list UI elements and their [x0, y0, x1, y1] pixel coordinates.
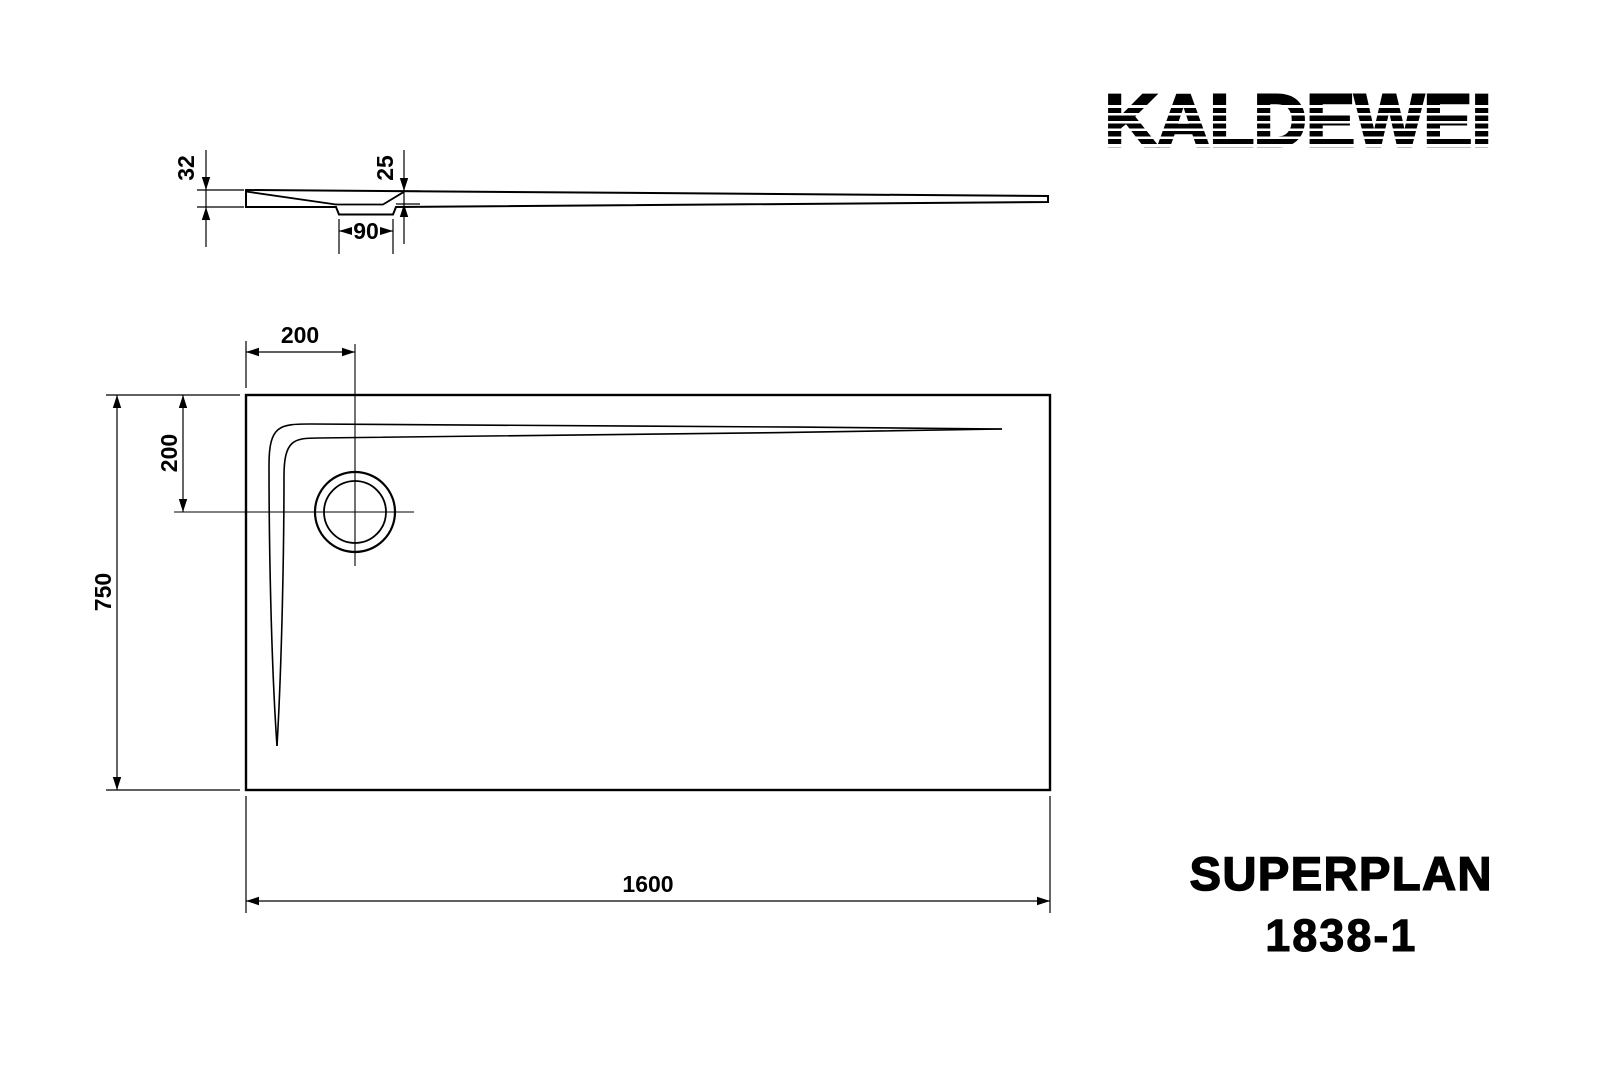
- dim-drain-offset-left-label: 200: [281, 322, 319, 348]
- product-series: SUPERPLAN: [1189, 846, 1493, 901]
- dim-width: 1600: [245, 796, 1051, 913]
- tray-outline: [244, 393, 1052, 792]
- dim-depth: 750: [90, 394, 240, 791]
- dim-arrow-down: [201, 177, 211, 190]
- floor-slope-line-inner: [276, 428, 1003, 747]
- dim-arrow-right: [342, 347, 355, 357]
- plan-view: [174, 344, 1052, 792]
- dim-drain-recess-width: 90: [338, 218, 394, 254]
- dim-height-left-label: 32: [173, 155, 199, 181]
- dim-height-right-label: 25: [372, 155, 398, 181]
- dim-arrow-right: [1037, 896, 1050, 906]
- dim-arrow-left: [246, 896, 259, 906]
- dim-arrow-down: [178, 499, 188, 512]
- profile-inner-surface-line: [245, 190, 405, 206]
- floor-slope-line-outer: [268, 423, 1003, 747]
- dim-arrow-down: [399, 178, 409, 191]
- dim-width-label: 1600: [622, 871, 673, 897]
- product-model: 1838-1: [1265, 910, 1418, 962]
- dim-drain-offset-top-label: 200: [156, 434, 182, 472]
- title-block: SUPERPLAN 1838-1: [1189, 846, 1493, 962]
- dim-arrow-down: [112, 777, 122, 790]
- dim-arrow-up: [399, 204, 409, 217]
- dim-height-left: 32: [173, 150, 244, 247]
- dim-height-right: 25: [372, 150, 420, 244]
- dim-drain-recess-width-label: 90: [353, 218, 379, 244]
- drain: [174, 344, 414, 566]
- dim-drain-offset-left: 200: [245, 322, 355, 388]
- profile-outline: [245, 188, 1049, 216]
- dim-drain-offset-top: 200: [156, 395, 188, 512]
- dim-arrow-up: [112, 395, 122, 408]
- dim-arrow-right: [380, 227, 393, 235]
- dim-arrow-up: [201, 207, 211, 220]
- dim-arrow-up: [178, 395, 188, 408]
- dim-depth-label: 750: [90, 573, 116, 611]
- dim-arrow-left: [339, 227, 352, 235]
- dim-arrow-left: [246, 347, 259, 357]
- profile-view: [245, 188, 1049, 216]
